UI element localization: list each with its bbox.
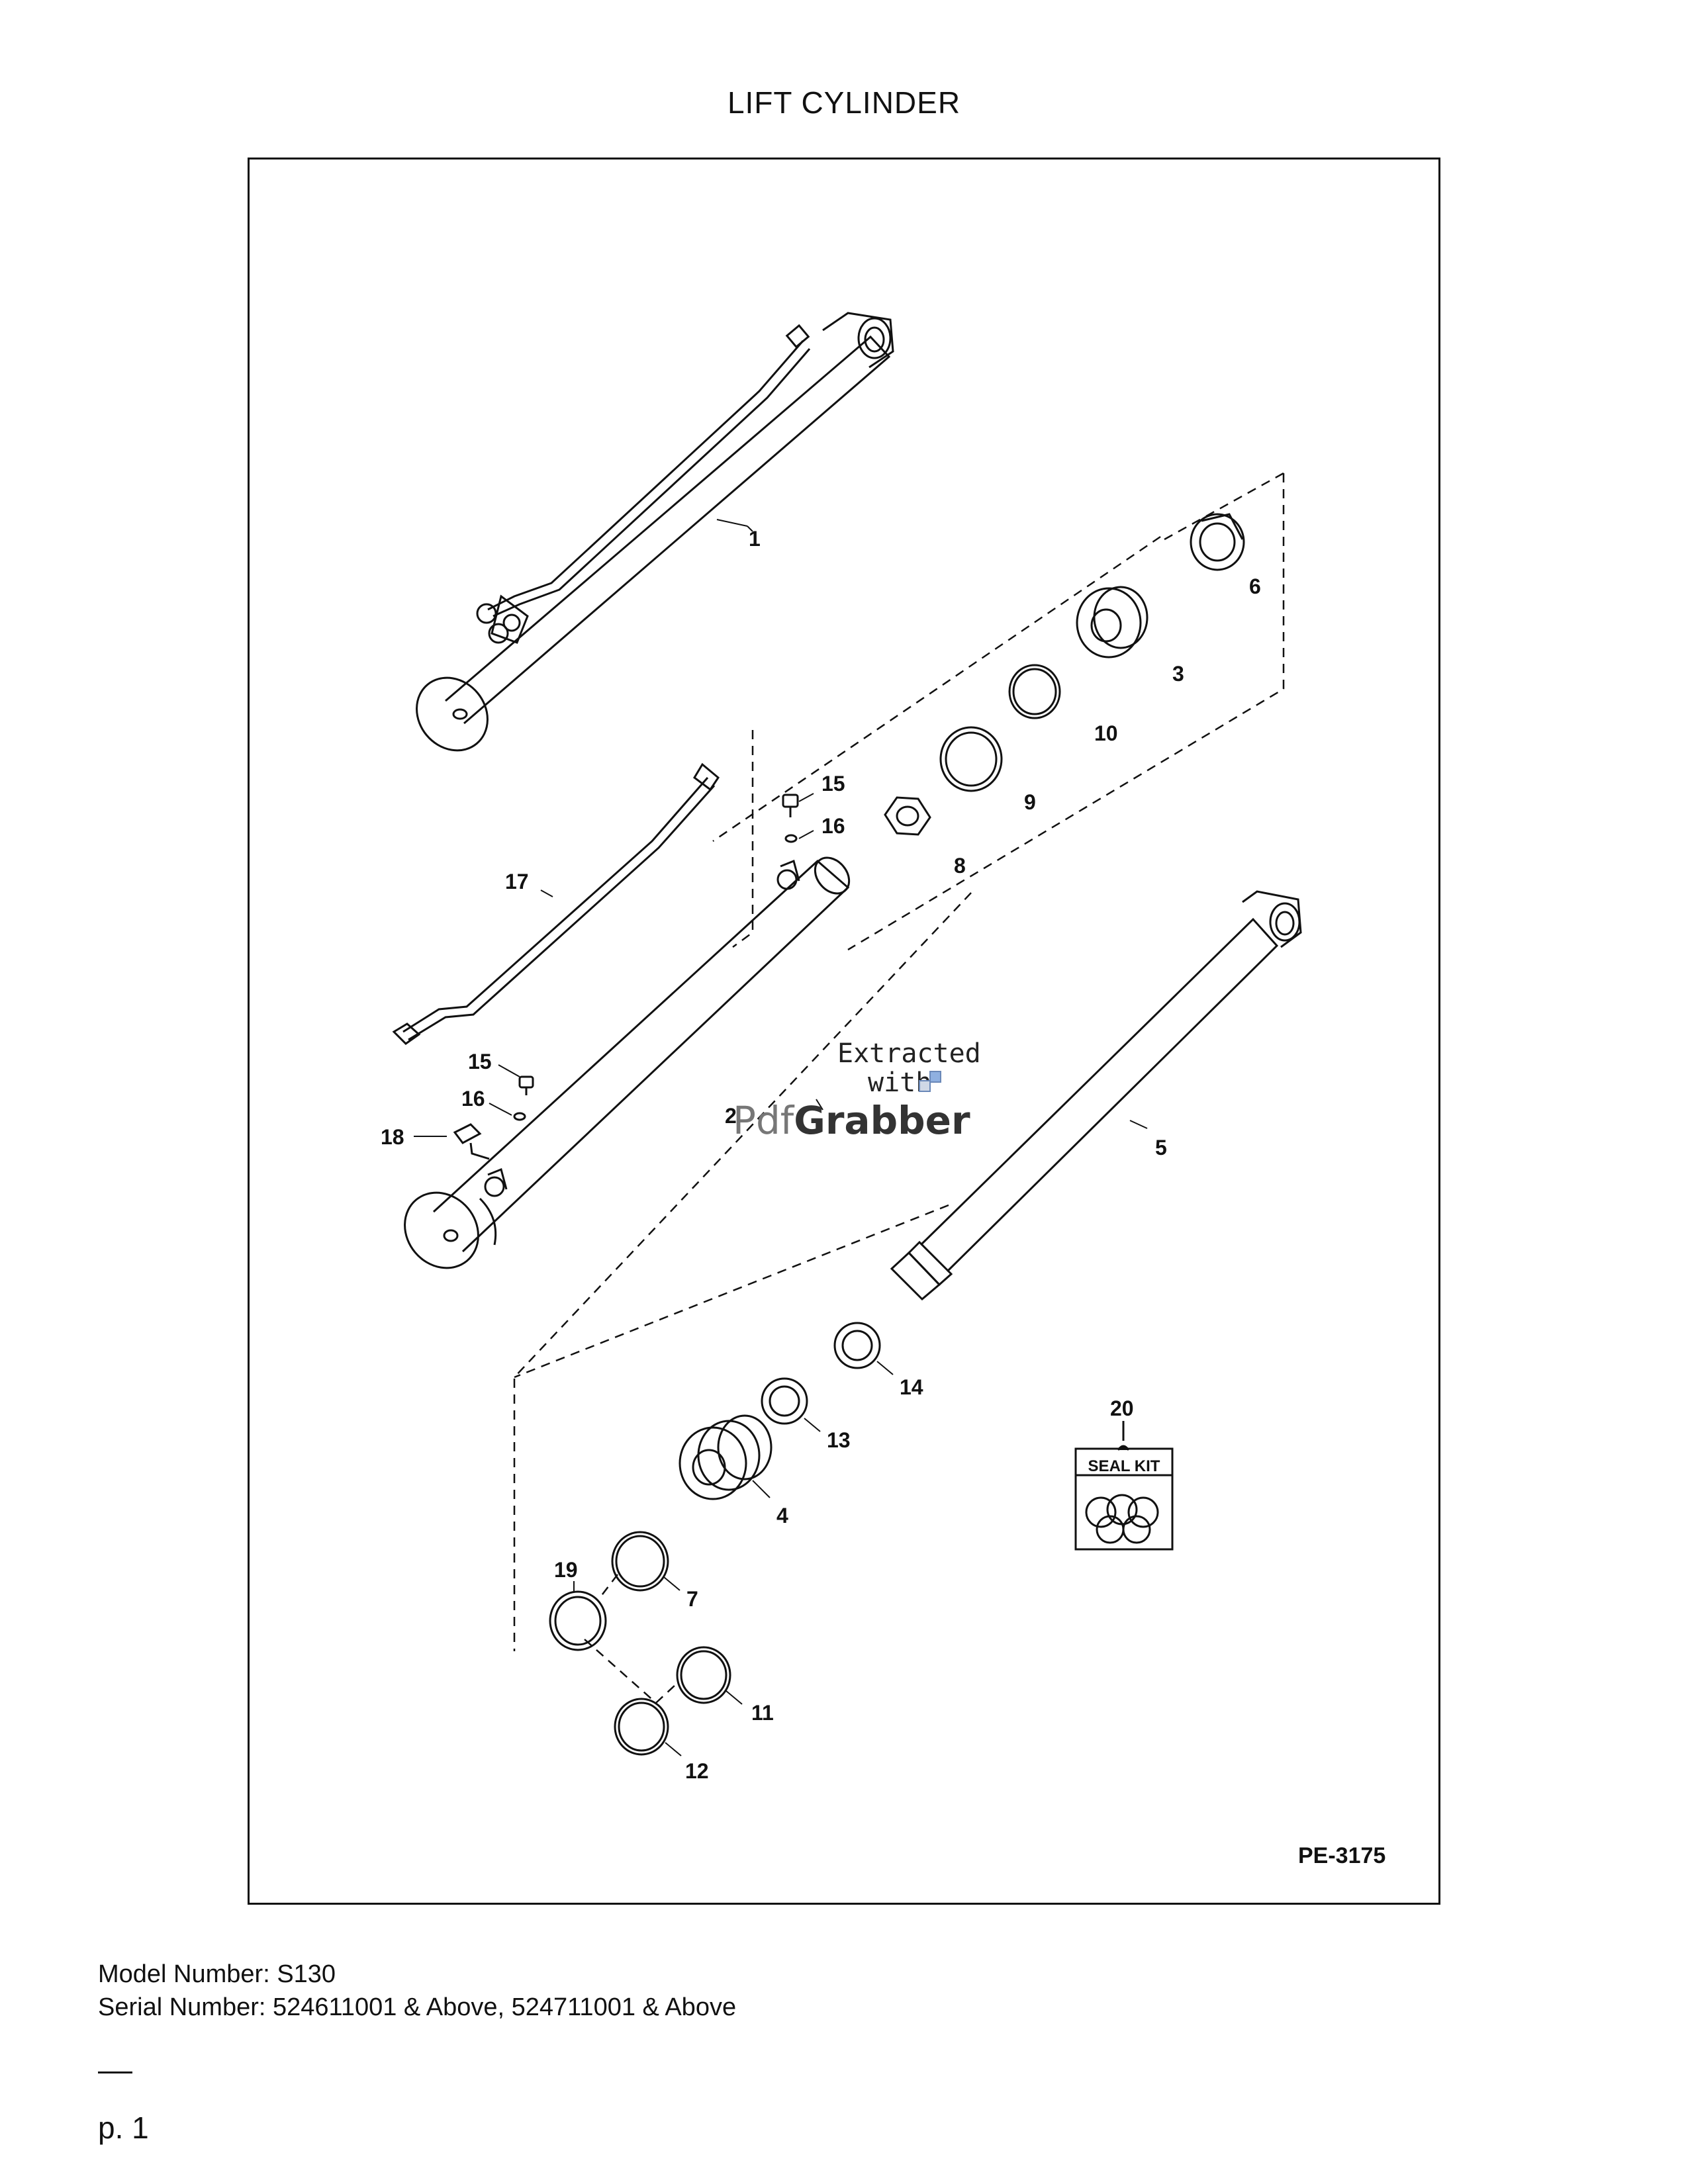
watermark-brand-b: Grabber xyxy=(794,1098,970,1143)
part-7-ring xyxy=(611,1531,669,1592)
callout-16-lower: 16 xyxy=(461,1087,485,1111)
part-15-plug-lower xyxy=(518,1075,534,1095)
callout-5: 5 xyxy=(1155,1136,1167,1160)
watermark-brand: PdfGrabber xyxy=(733,1098,970,1143)
callout-7: 7 xyxy=(686,1587,698,1611)
callout-10: 10 xyxy=(1094,721,1118,745)
serial-number: Serial Number: 524611001 & Above, 524711… xyxy=(98,1993,737,2021)
callout-19: 19 xyxy=(554,1558,578,1582)
part-15-plug-upper xyxy=(782,794,799,817)
part-16-seal-upper xyxy=(784,834,798,843)
callout-15-lower: 15 xyxy=(468,1050,492,1073)
part-19-ring xyxy=(549,1590,607,1651)
callout-18: 18 xyxy=(381,1125,404,1149)
part-11-ring xyxy=(676,1646,731,1704)
part-4-gland xyxy=(679,1414,773,1500)
part-6-bushing xyxy=(1190,513,1245,571)
callout-3: 3 xyxy=(1172,662,1184,686)
callout-1: 1 xyxy=(749,527,761,551)
callout-4: 4 xyxy=(776,1504,788,1527)
watermark-brand-a: Pdf xyxy=(733,1098,795,1143)
callout-14: 14 xyxy=(900,1375,923,1399)
callout-6: 6 xyxy=(1249,574,1261,598)
part-13-ring xyxy=(761,1377,808,1425)
callout-2: 2 xyxy=(725,1104,737,1128)
watermark-line1: Extracted xyxy=(837,1038,981,1069)
callout-8: 8 xyxy=(954,854,966,878)
callout-15-upper: 15 xyxy=(821,772,845,796)
part-16-seal-lower xyxy=(513,1112,526,1121)
part-5-rod xyxy=(890,890,1302,1301)
callout-9: 9 xyxy=(1024,790,1036,814)
watermark-logo-icon xyxy=(919,1080,931,1092)
page-divider xyxy=(98,2071,132,2073)
part-2-barrel xyxy=(404,856,851,1269)
callouts: 1 2 3 4 5 6 7 8 9 10 11 12 13 14 15 16 1… xyxy=(381,527,1261,1783)
callout-12: 12 xyxy=(685,1759,709,1783)
seal-kit-label: SEAL KIT xyxy=(1088,1457,1160,1475)
diagram-frame: SEAL KIT 1 2 3 4 5 6 7 8 9 10 11 12 13 1… xyxy=(248,158,1440,1905)
part-3-piston xyxy=(1076,586,1149,659)
callout-17: 17 xyxy=(505,870,529,893)
part-1-cylinder-assembly xyxy=(416,312,894,752)
part-8-nut xyxy=(884,796,931,836)
exploded-parts-diagram: SEAL KIT 1 2 3 4 5 6 7 8 9 10 11 12 13 1… xyxy=(381,312,1385,1868)
part-10-ring xyxy=(1008,664,1061,719)
part-14-ring xyxy=(833,1322,881,1369)
part-18-clip xyxy=(453,1123,490,1160)
part-12-ring xyxy=(614,1698,669,1756)
watermark: Extracted with PdfGrabber xyxy=(733,1038,981,1143)
part-17-tube xyxy=(392,762,720,1045)
callout-16-upper: 16 xyxy=(821,814,845,838)
callout-20: 20 xyxy=(1110,1396,1134,1420)
callout-11: 11 xyxy=(751,1701,774,1725)
diagram-id: PE-3175 xyxy=(1298,1843,1385,1868)
part-9-ring xyxy=(939,726,1003,792)
callout-13: 13 xyxy=(827,1428,851,1452)
part-20-seal-kit xyxy=(1074,1445,1174,1551)
page-title: LIFT CYLINDER xyxy=(727,85,961,120)
explode-lines-upper xyxy=(513,472,1285,1651)
page-number: p. 1 xyxy=(98,2111,149,2145)
model-number: Model Number: S130 xyxy=(98,1960,336,1988)
